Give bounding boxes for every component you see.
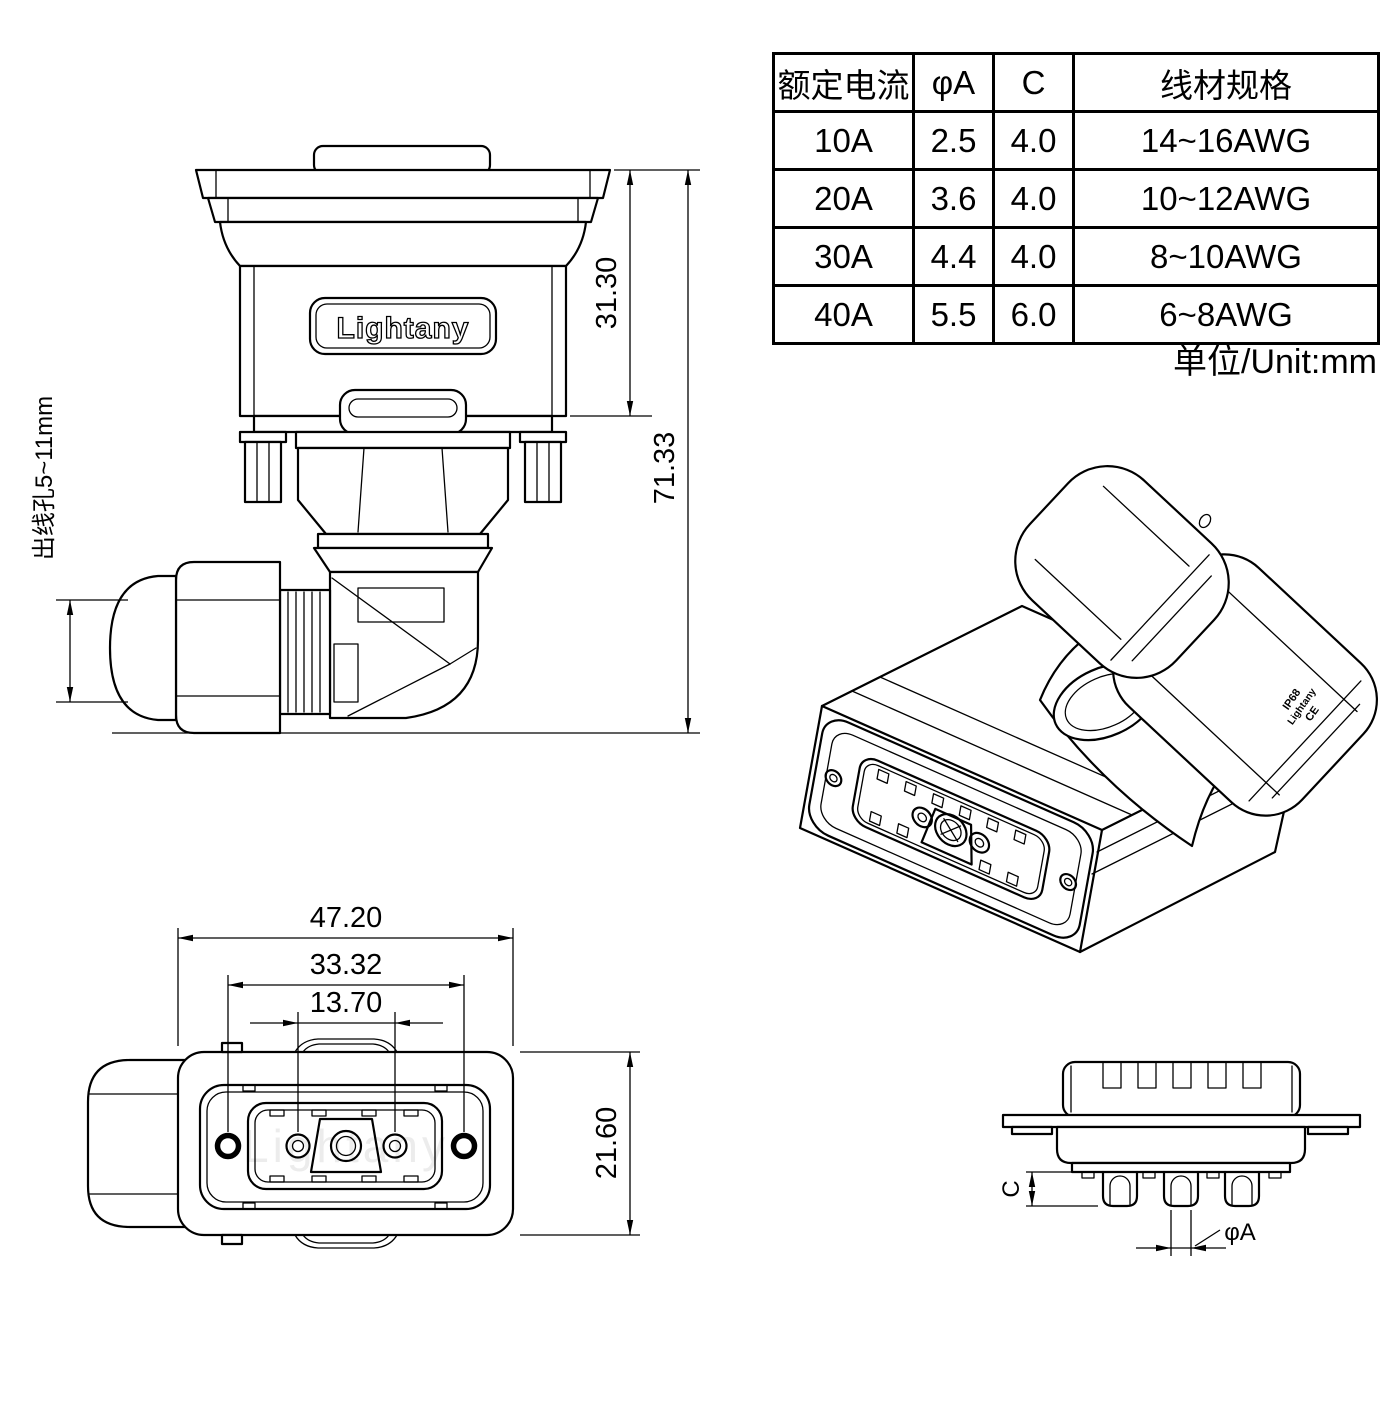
spec-cell: 4.0 bbox=[992, 110, 1075, 171]
spec-cell: 30A bbox=[772, 226, 915, 287]
isometric-view: IP68 Lightany CE bbox=[798, 465, 1378, 954]
spec-cell: 6.0 bbox=[992, 284, 1075, 345]
cable-hole-range-label: 出线孔5~11mm bbox=[31, 396, 58, 560]
unit-note: 单位/Unit:mm bbox=[1173, 343, 1377, 381]
watermark-text: Lightany bbox=[243, 1120, 449, 1172]
logo-plate: Lightany bbox=[308, 296, 498, 356]
right-angle-elbow bbox=[312, 546, 494, 720]
spec-row-10a: 10A 2.5 4.0 14~16AWG bbox=[772, 110, 1380, 171]
dim-mount-hole-span-label: 33.32 bbox=[310, 949, 383, 981]
dim-body-height-label: 31.30 bbox=[591, 257, 623, 330]
face-latch-bumps bbox=[220, 1038, 398, 1249]
face-view: Lightany bbox=[86, 902, 640, 1249]
profile-flange bbox=[1001, 1113, 1362, 1136]
dim-contact-span-label: 13.70 bbox=[310, 987, 383, 1019]
dimension-mount-hole-span: 33.32 bbox=[227, 949, 465, 1132]
spec-cell: 3.6 bbox=[912, 168, 995, 229]
spec-cell: 10~12AWG bbox=[1072, 168, 1380, 229]
mount-hole-left bbox=[214, 1132, 242, 1160]
front-elevation-view: Lightany bbox=[31, 144, 700, 735]
latch-tab bbox=[338, 388, 468, 436]
spec-cell: 6~8AWG bbox=[1072, 284, 1380, 345]
spec-cell: 2.5 bbox=[912, 110, 995, 171]
iso-gland-dome bbox=[1014, 465, 1230, 679]
signal-contact-left bbox=[285, 1133, 311, 1159]
spec-cell: 40A bbox=[772, 284, 915, 345]
spec-row-30a: 30A 4.4 4.0 8~10AWG bbox=[772, 226, 1380, 287]
spec-cell: 4.0 bbox=[992, 226, 1075, 287]
profile-shell bbox=[1061, 1060, 1302, 1119]
dimension-contact-span: 13.70 bbox=[250, 987, 443, 1132]
spec-row-20a: 20A 3.6 4.0 10~12AWG bbox=[772, 168, 1380, 229]
spec-row-40a: 40A 5.5 6.0 6~8AWG bbox=[772, 284, 1380, 345]
iso-mating-face bbox=[806, 713, 1097, 946]
dim-overall-width-label: 47.20 bbox=[310, 902, 383, 934]
dim-c-label: C bbox=[998, 1180, 1025, 1197]
spec-header-wire-gauge: 线材规格 bbox=[1072, 52, 1380, 113]
spec-header-rated-current: 额定电流 bbox=[772, 52, 915, 113]
mount-hole-right bbox=[450, 1132, 478, 1160]
dimension-body-height: 31.30 bbox=[570, 169, 700, 417]
spec-cell: 5.5 bbox=[912, 284, 995, 345]
spec-table: 额定电流 φA C 线材规格 10A 2.5 4.0 14~16AWG 20A … bbox=[772, 52, 1380, 345]
spec-cell: 4.0 bbox=[992, 168, 1075, 229]
dim-overall-height-label: 21.60 bbox=[591, 1107, 623, 1180]
dimension-overall-width: 47.20 bbox=[177, 902, 514, 1046]
iso-flange-hole bbox=[1198, 513, 1212, 529]
hex-coupling-nut bbox=[294, 430, 512, 550]
dimension-c: C bbox=[998, 1171, 1100, 1207]
insert-profile-view: C φA bbox=[998, 1060, 1362, 1256]
dim-phi-a-label: φA bbox=[1224, 1219, 1256, 1246]
cable-gland bbox=[108, 560, 282, 735]
spec-cell: 8~10AWG bbox=[1072, 226, 1380, 287]
spec-cell: 14~16AWG bbox=[1072, 110, 1380, 171]
spec-cell: 20A bbox=[772, 168, 915, 229]
dimension-phi-a: φA bbox=[1136, 1210, 1256, 1256]
face-gland-profile bbox=[86, 1058, 187, 1229]
jack-screw-left bbox=[238, 430, 288, 504]
power-contact bbox=[309, 1117, 383, 1174]
dimension-cable-hole: 出线孔5~11mm bbox=[31, 396, 128, 703]
top-flange bbox=[194, 168, 612, 268]
gland-thread bbox=[278, 588, 332, 716]
brand-logo-text: Lightany bbox=[337, 312, 470, 345]
spec-header-c: C bbox=[992, 52, 1075, 113]
face-inner-rim bbox=[198, 1083, 492, 1211]
spec-header-row: 额定电流 φA C 线材规格 bbox=[772, 52, 1380, 113]
dimension-total-height: 71.33 bbox=[112, 170, 700, 734]
jack-screw-right bbox=[518, 430, 568, 504]
dsub-insert bbox=[246, 1101, 444, 1191]
spec-cell: 10A bbox=[772, 110, 915, 171]
solder-cups bbox=[1101, 1170, 1261, 1208]
spec-cell: 4.4 bbox=[912, 226, 995, 287]
dimension-overall-height: 21.60 bbox=[520, 1051, 640, 1236]
signal-contact-right bbox=[382, 1133, 408, 1159]
profile-body bbox=[1055, 1125, 1307, 1179]
spec-header-phi-a: φA bbox=[912, 52, 995, 113]
dim-total-height-label: 71.33 bbox=[649, 432, 681, 505]
